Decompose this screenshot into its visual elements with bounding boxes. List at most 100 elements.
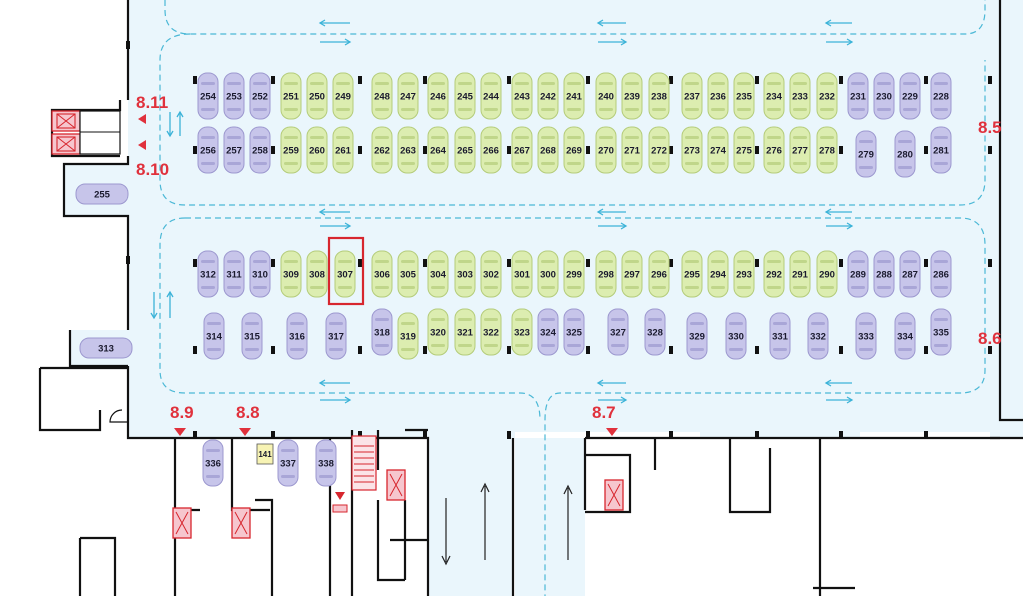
parking-spot-270[interactable]: 270 xyxy=(595,126,617,174)
parking-spot-238[interactable]: 238 xyxy=(648,72,670,120)
parking-spot-300[interactable]: 300 xyxy=(537,250,559,298)
elevator-icon[interactable] xyxy=(172,507,192,539)
parking-spot-271[interactable]: 271 xyxy=(621,126,643,174)
parking-spot-274[interactable]: 274 xyxy=(707,126,729,174)
parking-spot-263[interactable]: 263 xyxy=(397,126,419,174)
parking-spot-242[interactable]: 242 xyxy=(537,72,559,120)
parking-spot-314[interactable]: 314 xyxy=(203,312,225,360)
parking-spot-256[interactable]: 256 xyxy=(197,126,219,174)
parking-spot-290[interactable]: 290 xyxy=(816,250,838,298)
parking-spot-303[interactable]: 303 xyxy=(454,250,476,298)
parking-spot-294[interactable]: 294 xyxy=(707,250,729,298)
parking-spot-289[interactable]: 289 xyxy=(847,250,869,298)
parking-spot-272[interactable]: 272 xyxy=(648,126,670,174)
parking-spot-288[interactable]: 288 xyxy=(873,250,895,298)
parking-spot-305[interactable]: 305 xyxy=(397,250,419,298)
parking-spot-261[interactable]: 261 xyxy=(332,126,354,174)
parking-spot-286[interactable]: 286 xyxy=(930,250,952,298)
elevator-icon[interactable] xyxy=(231,507,251,539)
parking-spot-240[interactable]: 240 xyxy=(595,72,617,120)
parking-spot-304[interactable]: 304 xyxy=(427,250,449,298)
parking-spot-324[interactable]: 324 xyxy=(537,308,559,356)
parking-spot-254[interactable]: 254 xyxy=(197,72,219,120)
stairs-icon[interactable] xyxy=(351,435,377,491)
parking-spot-323[interactable]: 323 xyxy=(511,308,533,356)
parking-spot-265[interactable]: 265 xyxy=(454,126,476,174)
parking-spot-253[interactable]: 253 xyxy=(223,72,245,120)
parking-spot-333[interactable]: 333 xyxy=(855,312,877,360)
parking-spot-338[interactable]: 338 xyxy=(315,439,337,487)
parking-spot-317[interactable]: 317 xyxy=(325,312,347,360)
parking-spot-244[interactable]: 244 xyxy=(480,72,502,120)
parking-spot-325[interactable]: 325 xyxy=(563,308,585,356)
highlighted-spot-frame[interactable] xyxy=(327,236,365,306)
parking-spot-231[interactable]: 231 xyxy=(847,72,869,120)
parking-spot-306[interactable]: 306 xyxy=(371,250,393,298)
parking-spot-255[interactable]: 255 xyxy=(75,183,129,205)
parking-spot-332[interactable]: 332 xyxy=(807,312,829,360)
parking-spot-302[interactable]: 302 xyxy=(480,250,502,298)
parking-spot-248[interactable]: 248 xyxy=(371,72,393,120)
parking-spot-291[interactable]: 291 xyxy=(789,250,811,298)
parking-spot-241[interactable]: 241 xyxy=(563,72,585,120)
parking-spot-249[interactable]: 249 xyxy=(332,72,354,120)
parking-spot-297[interactable]: 297 xyxy=(621,250,643,298)
parking-spot-331[interactable]: 331 xyxy=(769,312,791,360)
parking-spot-239[interactable]: 239 xyxy=(621,72,643,120)
parking-spot-337[interactable]: 337 xyxy=(277,439,299,487)
parking-spot-309[interactable]: 309 xyxy=(280,250,302,298)
parking-spot-310[interactable]: 310 xyxy=(249,250,271,298)
parking-spot-287[interactable]: 287 xyxy=(899,250,921,298)
parking-spot-264[interactable]: 264 xyxy=(427,126,449,174)
parking-spot-321[interactable]: 321 xyxy=(454,308,476,356)
parking-spot-243[interactable]: 243 xyxy=(511,72,533,120)
parking-spot-293[interactable]: 293 xyxy=(733,250,755,298)
parking-spot-279[interactable]: 279 xyxy=(855,130,877,178)
parking-spot-328[interactable]: 328 xyxy=(644,308,666,356)
parking-spot-275[interactable]: 275 xyxy=(733,126,755,174)
parking-spot-281[interactable]: 281 xyxy=(930,126,952,174)
parking-spot-329[interactable]: 329 xyxy=(686,312,708,360)
parking-spot-307[interactable]: 307 xyxy=(334,250,356,298)
elevator-icon[interactable] xyxy=(51,133,81,155)
parking-spot-229[interactable]: 229 xyxy=(899,72,921,120)
parking-spot-336[interactable]: 336 xyxy=(202,439,224,487)
parking-spot-280[interactable]: 280 xyxy=(894,130,916,178)
parking-spot-335[interactable]: 335 xyxy=(930,308,952,356)
parking-spot-250[interactable]: 250 xyxy=(306,72,328,120)
parking-spot-266[interactable]: 266 xyxy=(480,126,502,174)
parking-spot-247[interactable]: 247 xyxy=(397,72,419,120)
elevator-icon[interactable] xyxy=(51,110,81,132)
parking-spot-259[interactable]: 259 xyxy=(280,126,302,174)
parking-spot-260[interactable]: 260 xyxy=(306,126,328,174)
parking-spot-298[interactable]: 298 xyxy=(595,250,617,298)
parking-spot-251[interactable]: 251 xyxy=(280,72,302,120)
parking-spot-246[interactable]: 246 xyxy=(427,72,449,120)
parking-spot-313[interactable]: 313 xyxy=(79,337,133,359)
parking-spot-267[interactable]: 267 xyxy=(511,126,533,174)
parking-spot-296[interactable]: 296 xyxy=(648,250,670,298)
parking-spot-277[interactable]: 277 xyxy=(789,126,811,174)
parking-spot-299[interactable]: 299 xyxy=(563,250,585,298)
parking-spot-320[interactable]: 320 xyxy=(427,308,449,356)
parking-spot-312[interactable]: 312 xyxy=(197,250,219,298)
parking-spot-245[interactable]: 245 xyxy=(454,72,476,120)
parking-spot-233[interactable]: 233 xyxy=(789,72,811,120)
elevator-icon[interactable] xyxy=(386,469,406,501)
parking-spot-330[interactable]: 330 xyxy=(725,312,747,360)
parking-spot-295[interactable]: 295 xyxy=(681,250,703,298)
parking-spot-276[interactable]: 276 xyxy=(763,126,785,174)
parking-spot-301[interactable]: 301 xyxy=(511,250,533,298)
elevator-icon[interactable] xyxy=(604,479,624,511)
parking-spot-252[interactable]: 252 xyxy=(249,72,271,120)
parking-spot-232[interactable]: 232 xyxy=(816,72,838,120)
parking-spot-258[interactable]: 258 xyxy=(249,126,271,174)
parking-spot-237[interactable]: 237 xyxy=(681,72,703,120)
parking-spot-308[interactable]: 308 xyxy=(306,250,328,298)
parking-spot-268[interactable]: 268 xyxy=(537,126,559,174)
parking-spot-235[interactable]: 235 xyxy=(733,72,755,120)
parking-spot-236[interactable]: 236 xyxy=(707,72,729,120)
parking-spot-234[interactable]: 234 xyxy=(763,72,785,120)
parking-spot-228[interactable]: 228 xyxy=(930,72,952,120)
parking-spot-316[interactable]: 316 xyxy=(286,312,308,360)
